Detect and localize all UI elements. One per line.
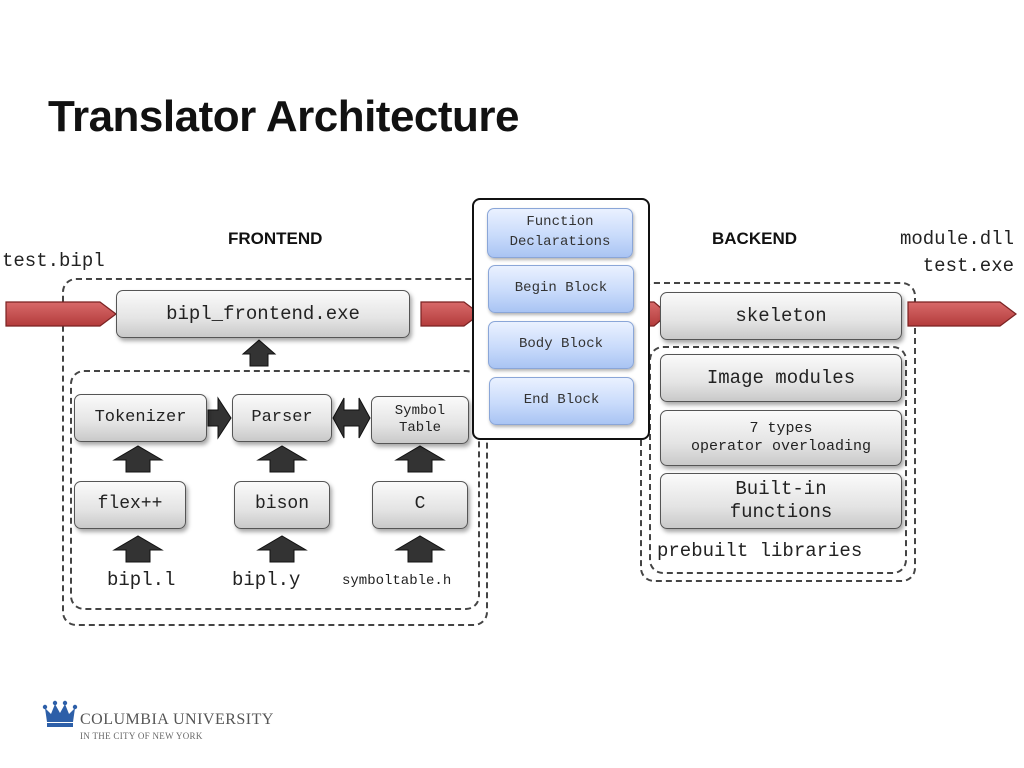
source-bipl-l: bipl.l bbox=[107, 569, 176, 591]
parser-box: Parser bbox=[232, 394, 332, 442]
up-arrow-parser bbox=[256, 445, 308, 473]
up-arrow-bison bbox=[256, 535, 308, 563]
builtin-functions-box: Built-in functions bbox=[660, 473, 902, 529]
frontend-outer-frame bbox=[62, 278, 488, 626]
double-arrow-parser-symtable bbox=[332, 397, 371, 439]
up-arrow-symtable bbox=[394, 445, 446, 473]
function-declarations-box: Function Declarations bbox=[487, 208, 633, 258]
up-arrow-exe bbox=[241, 339, 277, 367]
columbia-crown-icon bbox=[42, 700, 78, 730]
skeleton-box: skeleton bbox=[660, 292, 902, 340]
up-arrow-flex bbox=[112, 535, 164, 563]
logo-name: COLUMBIA UNIVERSITY bbox=[80, 711, 274, 728]
input-file-label: test.bipl bbox=[2, 250, 105, 272]
logo-subtitle: IN THE CITY OF NEW YORK bbox=[80, 731, 203, 741]
flex-box: flex++ bbox=[74, 481, 186, 529]
output-dll-label: module.dll bbox=[899, 228, 1014, 250]
bison-box: bison bbox=[234, 481, 330, 529]
frontend-inner-frame bbox=[70, 370, 480, 610]
begin-block-box: Begin Block bbox=[488, 265, 634, 313]
source-symboltable-h: symboltable.h bbox=[342, 573, 452, 589]
up-arrow-tokenizer bbox=[112, 445, 164, 473]
image-modules-box: Image modules bbox=[660, 354, 902, 402]
symbol-table-box: Symbol Table bbox=[371, 396, 469, 444]
input-arrow bbox=[5, 301, 117, 327]
right-arrow-tokenizer-parser bbox=[207, 396, 232, 440]
backend-header: BACKEND bbox=[712, 229, 797, 248]
backend-inner-frame bbox=[649, 346, 907, 574]
output-exe-label: test.exe bbox=[922, 255, 1014, 277]
up-arrow-c bbox=[394, 535, 446, 563]
body-block-box: Body Block bbox=[488, 321, 634, 369]
prebuilt-libraries-label: prebuilt libraries bbox=[657, 540, 863, 562]
c-box: C bbox=[372, 481, 468, 529]
output-arrow bbox=[907, 301, 1017, 327]
source-bipl-y: bipl.y bbox=[232, 569, 301, 591]
types-box: 7 types operator overloading bbox=[660, 410, 902, 466]
frontend-header: FRONTEND bbox=[228, 229, 323, 248]
tokenizer-box: Tokenizer bbox=[74, 394, 207, 442]
end-block-box: End Block bbox=[489, 377, 634, 425]
frontend-exe-box: bipl_frontend.exe bbox=[116, 290, 410, 338]
slide-title: Translator Architecture bbox=[48, 92, 520, 141]
